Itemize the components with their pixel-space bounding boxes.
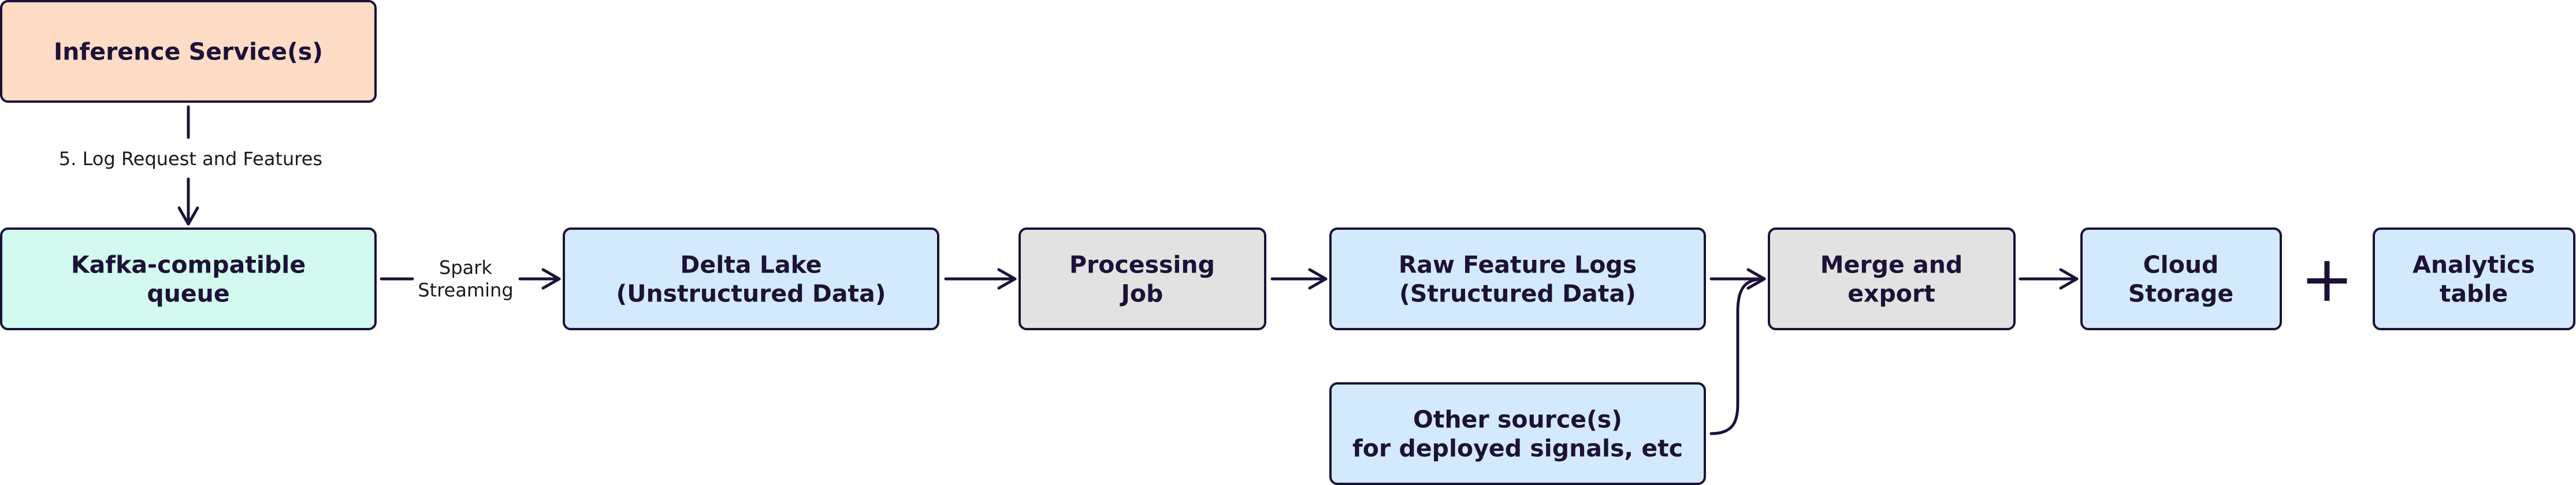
label-line: (Unstructured Data) [616,279,886,307]
node-label: Inference Service(s) [54,38,323,65]
node-box [2373,227,2575,330]
label-line: 5. Log Request and Features [59,148,322,170]
node-box [0,227,377,330]
label-line: Delta Lake [680,251,822,278]
label-line: Analytics [2413,251,2535,278]
node-box [1329,382,1706,485]
node-delta-lake: Delta Lake(Unstructured Data) [563,227,939,330]
edge-label-log-request: 5. Log Request and Features [59,148,322,170]
edge-other-to-merge [1709,268,1766,435]
node-box [0,0,377,103]
label-line: Merge and [1820,251,1962,278]
label-line: export [1848,279,1935,307]
label-line: (Structured Data) [1399,279,1636,307]
label-line: Spark [439,257,492,279]
label-line: queue [147,279,229,307]
label-line: Inference Service(s) [54,38,323,65]
node-label: Other source(s)for deployed signals, etc [1352,405,1683,462]
node-label: Raw Feature Logs(Structured Data) [1399,251,1637,307]
node-box [2080,227,2282,330]
node-box [563,227,939,330]
node-other-sources: Other source(s)for deployed signals, etc [1329,382,1706,485]
label-line: Other source(s) [1413,405,1622,433]
label-line: Processing [1069,251,1215,278]
label-line: Kafka-compatible [71,251,306,278]
label-line: Streaming [418,279,513,301]
plus-symbol: + [2300,242,2354,316]
label-line: Job [1120,279,1164,307]
label-line: Storage [2128,279,2233,307]
node-box [1768,227,2016,330]
label-line: for deployed signals, etc [1352,434,1683,462]
node-raw-feature-logs: Raw Feature Logs(Structured Data) [1329,227,1706,330]
node-inference-service: Inference Service(s) [0,0,377,103]
edge-inference-to-kafka: 5. Log Request and Features [59,105,322,226]
label-line: Raw Feature Logs [1399,251,1637,278]
node-box [1018,227,1266,330]
label-line: table [2440,279,2508,307]
node-box [1329,227,1706,330]
label-line: Cloud [2143,251,2219,278]
node-label: Delta Lake(Unstructured Data) [616,251,886,307]
